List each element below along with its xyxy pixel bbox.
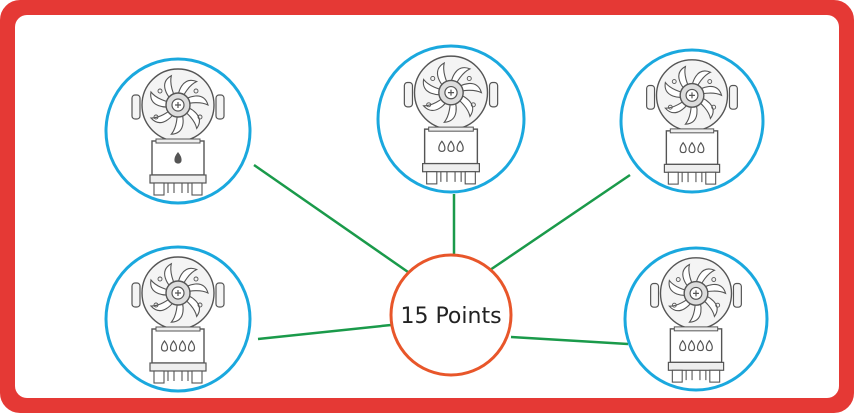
water-drop-icon [174,152,182,164]
connector-line-4 [257,323,392,341]
water-drop-icon [679,339,687,352]
connector-line-5 [510,335,629,346]
water-drop-icon [447,140,455,153]
water-drop-icon [705,339,713,352]
fan-motor-icon [403,55,499,185]
center-label: 15 Points [400,304,501,329]
device-top-left [104,57,252,205]
connectors [253,163,631,346]
water-drop-icon [169,340,178,352]
connector-line-1 [253,163,409,274]
fan-motor-icon [646,59,738,185]
water-drop-icon [187,340,196,352]
water-drop-icon [696,339,704,352]
water-drop-icon [679,141,687,154]
device-top-center [376,44,526,194]
devices [104,44,769,393]
water-drop-icon [160,340,169,352]
center-node: 15 Points [389,253,513,377]
water-drop-icon [456,140,464,153]
water-drop-icon [697,141,705,154]
center-circle [389,253,513,377]
device-top-right [619,48,765,194]
water-drop-icon [688,141,696,154]
water-drop-icon [178,340,187,352]
fan-motor-icon [131,256,225,384]
connector-line-3 [489,173,631,272]
water-drop-icon [688,339,696,352]
device-bottom-right [623,246,769,392]
fan-motor-icon [131,68,225,196]
fan-motor-icon [650,257,742,383]
water-drop-icon [438,140,446,153]
device-bottom-left [104,245,252,393]
